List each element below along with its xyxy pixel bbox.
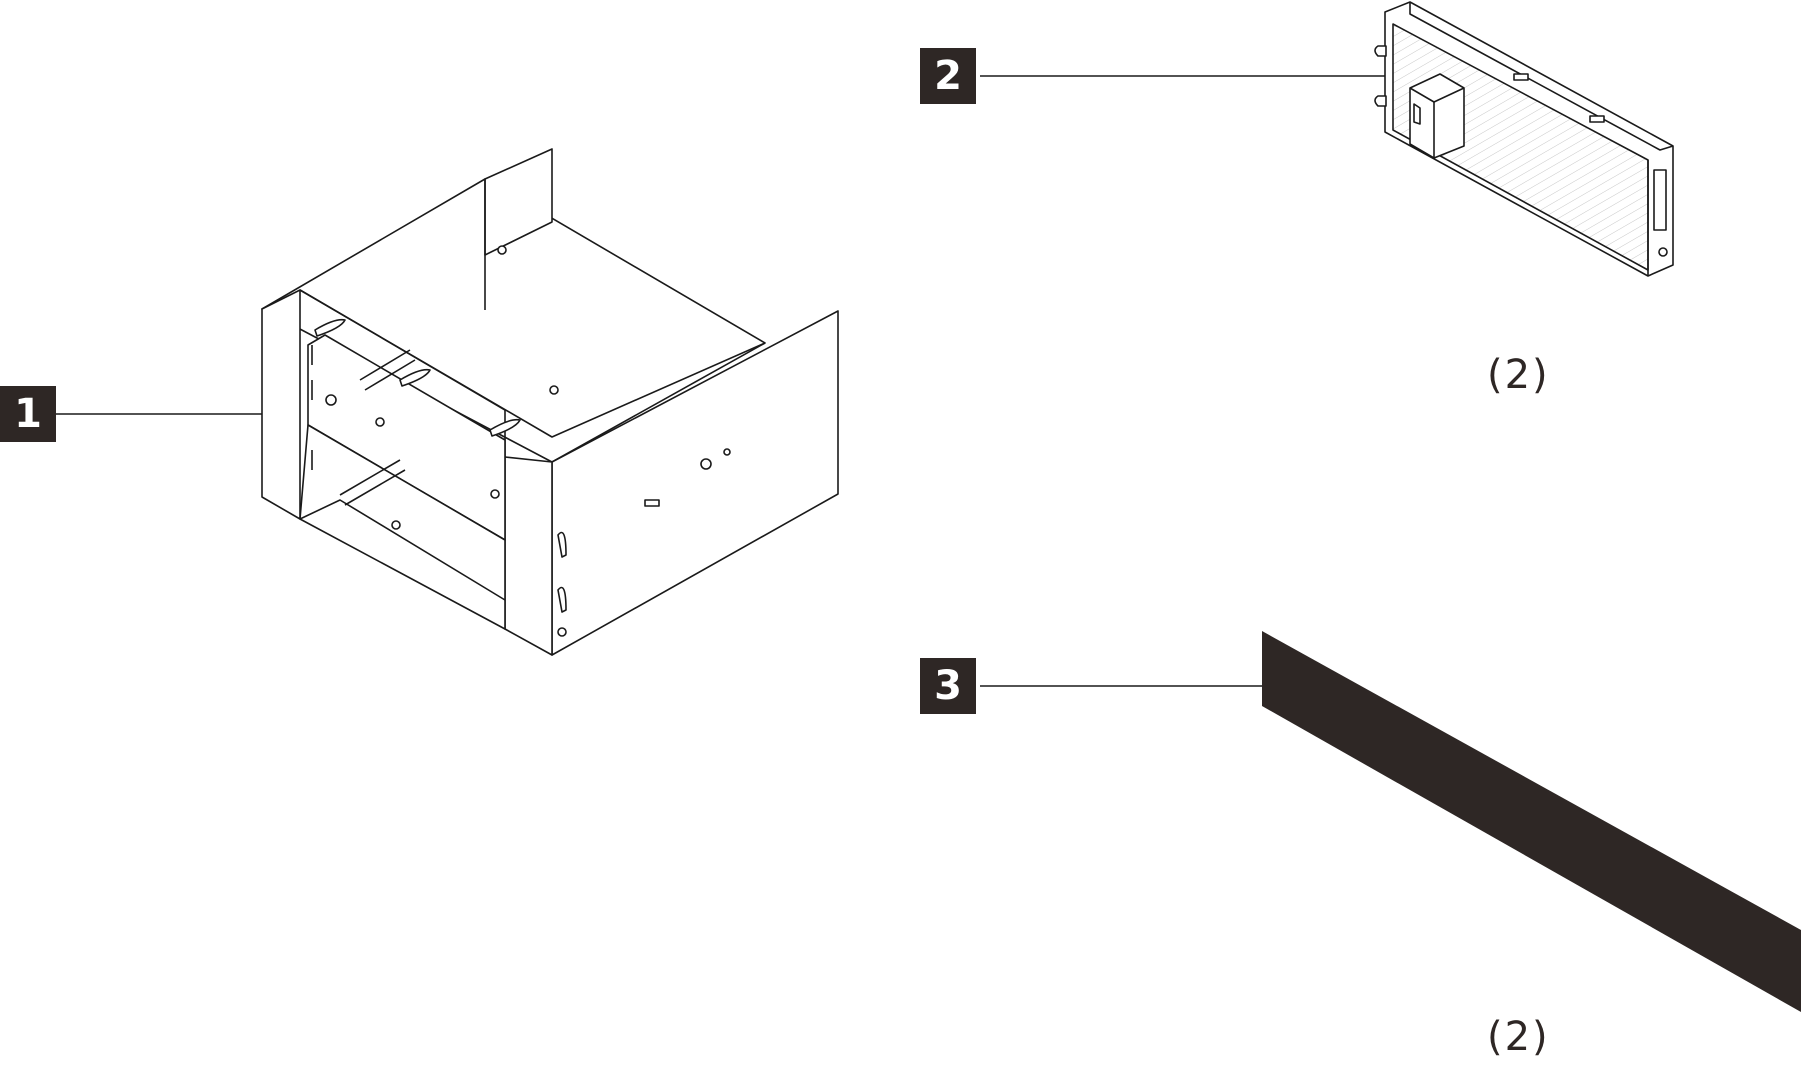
quantity-label-2: (2) [1487, 352, 1550, 398]
callout-2: 2 [920, 48, 976, 104]
drive-cage-icon [261, 148, 839, 656]
callout-1: 1 [0, 386, 56, 442]
callout-3: 3 [920, 658, 976, 714]
cable-icon [1262, 631, 1801, 1012]
backplane-board-icon [1374, 1, 1674, 277]
quantity-label-3: (2) [1487, 1014, 1550, 1060]
